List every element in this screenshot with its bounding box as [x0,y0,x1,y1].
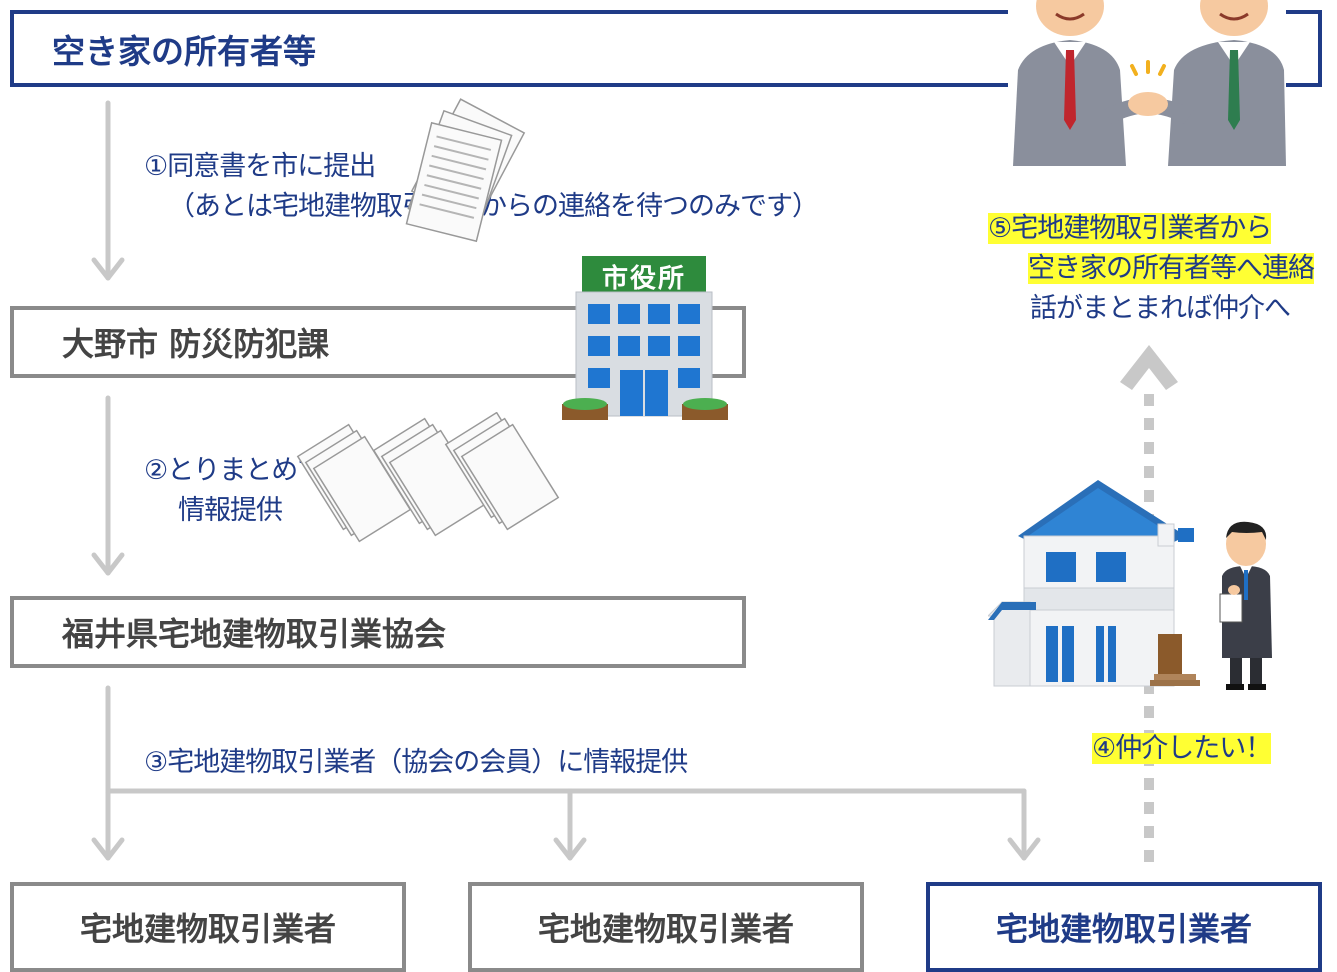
document-stack-icon [392,96,542,256]
city-hall-sign: 市役所 [582,256,706,296]
step5-line2-text: 空き家の所有者等へ連絡 [1028,253,1315,284]
agent-label-left: 宅地建物取引業者 [79,910,336,948]
agent-box-middle: 宅地建物取引業者 [468,882,864,972]
agent-label-middle: 宅地建物取引業者 [537,910,794,948]
step5-line1-text: ⑤宅地建物取引業者から [988,213,1272,244]
association-box: 福井県宅地建物取引業協会 [10,596,746,668]
step4-label: ④仲介したい！ [1092,726,1272,765]
city-hall-icon: 市役所 [562,252,732,424]
owner-label: 空き家の所有者等 [52,31,316,71]
agent-label-right: 宅地建物取引業者 [995,910,1252,948]
step1-line1: ①同意書を市に提出 [144,151,376,182]
city-hall-sign-text: 市役所 [601,263,686,294]
house-icon [988,476,1218,692]
document-stacks-group [296,412,566,552]
handshake-illustration [1008,0,1286,166]
step5-line1: ⑤宅地建物取引業者から [988,206,1272,245]
step5-line3: 話がまとまれば仲介へ [1030,293,1291,324]
city-label: 大野市 防災防犯課 [62,325,330,363]
step2-line1: ②とりまとめて [144,455,324,486]
step5-line2: 空き家の所有者等へ連絡 [1028,246,1315,285]
businessman-icon [1212,518,1276,692]
step1-line2: （あとは宅地建物取引業者からの連絡を待つのみです） [168,191,819,222]
agent-box-left: 宅地建物取引業者 [10,882,406,972]
agent-box-right: 宅地建物取引業者 [926,882,1322,972]
step3-label: ③宅地建物取引業者（協会の会員）に情報提供 [144,747,688,778]
association-label: 福井県宅地建物取引業協会 [62,615,447,653]
step4-label-text: ④仲介したい！ [1092,733,1272,764]
step2-line2: 情報提供 [178,495,283,526]
dotted-return-arrow [1120,345,1178,862]
